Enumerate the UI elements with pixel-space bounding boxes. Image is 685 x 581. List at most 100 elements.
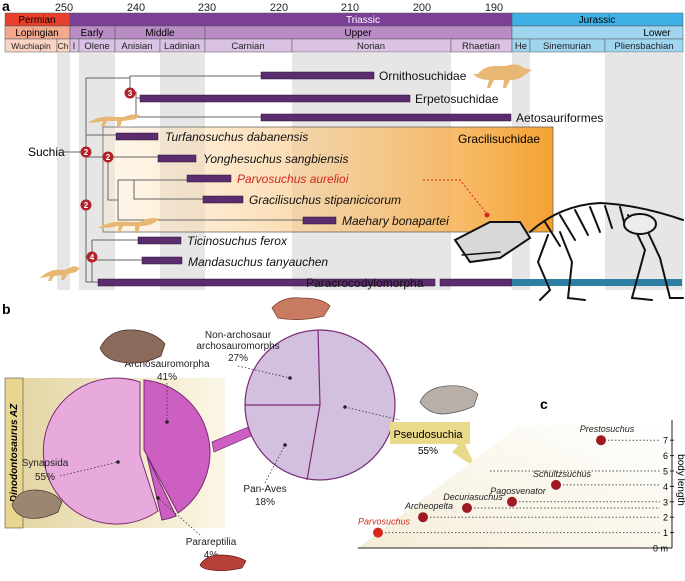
- synapsid-skull: [11, 489, 63, 519]
- panel-label-b: b: [2, 301, 11, 317]
- pie-slice-archosauromorpha: [143, 379, 211, 514]
- epoch-label: Lower: [643, 28, 671, 39]
- range-bar: [141, 256, 183, 265]
- stage-labels: Wuchiapin Ch I Olene Anisian Ladinian Ca…: [11, 41, 673, 52]
- period-triassic: [69, 12, 513, 27]
- y-tick-label: 1: [663, 528, 668, 538]
- parareptile-skull: [199, 554, 247, 572]
- cladogram: [70, 75, 303, 283]
- body-length-chart: 0 m1234567ParvosuchusArcheopeltaDecurias…: [358, 424, 674, 554]
- gracilisuchid-silhouette: [98, 218, 160, 233]
- y-tick-label: 2: [663, 513, 668, 523]
- stage-label: Olene: [84, 41, 109, 52]
- point-label: Schultzsuchus: [533, 469, 592, 479]
- data-point: [551, 479, 561, 490]
- point-label: Pagosvenator: [490, 486, 547, 496]
- tick-label: 250: [55, 2, 73, 14]
- stage-label: He: [515, 41, 527, 52]
- taxon-labels: Ornithosuchidae Erpetosuchidae Aetosauri…: [165, 69, 603, 290]
- panel-label-a: a: [2, 0, 10, 14]
- stage-label: Ch: [58, 41, 69, 51]
- pie-label: Pan-Aves: [243, 484, 286, 495]
- data-point: [418, 512, 428, 523]
- y-tick-label: 7: [663, 436, 668, 446]
- fossil-illustrations: [11, 297, 479, 572]
- y-tick-label: 4: [663, 482, 668, 492]
- data-point: [596, 435, 606, 446]
- panel-label-c: c: [540, 396, 548, 412]
- y-tick-label: 0 m: [653, 544, 668, 554]
- pie-percent: 27%: [228, 353, 248, 364]
- range-bar: [186, 174, 232, 183]
- pie-slice-parareptilia: [146, 455, 177, 521]
- data-point: [507, 496, 517, 507]
- stage-label: Anisian: [121, 41, 152, 52]
- tick-label: 240: [127, 2, 145, 14]
- stage-label: Pliensbachian: [614, 41, 673, 52]
- range-bar: [202, 195, 244, 204]
- taxon-label: Ticinosuchus ferox: [187, 234, 288, 248]
- taxon-label: Mandasuchus tanyauchen: [188, 255, 328, 269]
- clade-root-label: Suchia: [28, 145, 65, 159]
- stage-label: Sinemurian: [543, 41, 591, 52]
- detail-label-line: archosauromorphs: [196, 341, 279, 352]
- y-tick-label: 3: [663, 497, 668, 507]
- taxon-label: Ornithosuchidae: [379, 69, 467, 83]
- time-ticks: 250 240 230 220 210 200 190: [55, 2, 503, 14]
- tick-label: 210: [341, 2, 359, 14]
- pie-label: Pseudosuchia: [393, 429, 463, 441]
- silhouettes: [39, 64, 532, 281]
- node-label: 4: [90, 253, 95, 262]
- point-label: Prestosuchus: [580, 424, 635, 434]
- data-point: [462, 502, 472, 513]
- pointer-dot: [484, 212, 490, 218]
- period-label: Jurassic: [579, 15, 616, 26]
- pie-percent: 18%: [255, 497, 275, 508]
- stage-label: I: [73, 41, 76, 52]
- pie-label: Archosauromorpha: [124, 359, 209, 370]
- range-bar: [157, 154, 197, 163]
- pseudosuchia-arrow: [390, 422, 476, 468]
- tree-nodes: 3 2 2 2 4: [80, 87, 136, 263]
- pie-percent: 4%: [204, 550, 219, 561]
- jurassic-extension-bar: [512, 279, 682, 286]
- group-label: Gracilisuchidae: [458, 132, 540, 146]
- taxon-label: Maehary bonapartei: [342, 214, 449, 228]
- node-marker: [80, 146, 92, 158]
- taxon-label-highlight: Parvosuchus aurelioi: [237, 172, 349, 186]
- stage-label: Rhaetian: [462, 41, 500, 52]
- range-bar: [260, 71, 375, 80]
- pie-label: Parareptilia: [186, 537, 237, 548]
- pie-label: Synapsida: [22, 458, 69, 469]
- y-axis-label: body length: [675, 454, 685, 506]
- highlight-pointer: [423, 179, 488, 215]
- detail-pie: [244, 329, 396, 481]
- chart-c-background: [358, 425, 672, 548]
- pie-labels: Archosauromorpha 41% Synapsida 55% Parar…: [22, 330, 287, 561]
- ancestral-silhouette: [39, 266, 80, 281]
- period-label: Permian: [18, 15, 55, 26]
- taxon-label: Yonghesuchus sangbiensis: [203, 152, 348, 166]
- pie-percent: 41%: [157, 372, 177, 383]
- node-marker: [102, 151, 114, 163]
- turfanosuchus-silhouette: [88, 114, 140, 127]
- pie-leader-dots: [116, 376, 347, 500]
- archosauromorph-skull: [99, 329, 166, 364]
- point-label: Decuriasuchus: [443, 492, 503, 502]
- epoch-label: Middle: [145, 28, 175, 39]
- stage-label: Ladinian: [164, 41, 200, 52]
- zone-label-box: [4, 377, 24, 529]
- taxon-label: Gracilisuchus stipanicicorum: [249, 193, 401, 207]
- taxon-label: Paracrocodylomorpha: [306, 276, 424, 290]
- epoch-label: Lopingian: [15, 28, 58, 39]
- node-marker: [124, 87, 136, 99]
- range-bar: [137, 236, 182, 245]
- tick-label: 220: [270, 2, 288, 14]
- tick-label: 200: [413, 2, 431, 14]
- epoch-label: Upper: [344, 28, 372, 39]
- parvosuchus-skeleton: [453, 201, 684, 301]
- stage-label: Carnian: [231, 41, 264, 52]
- pie-leaders: [59, 365, 401, 536]
- zone-label: Dinodontosaurus AZ: [9, 403, 20, 502]
